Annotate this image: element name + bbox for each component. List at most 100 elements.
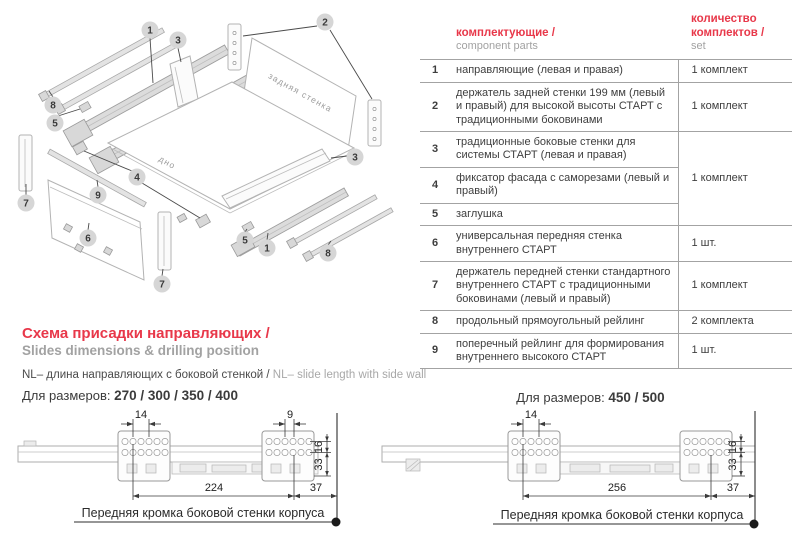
table-row: 4 фиксатор фасада с саморезами (левый и … <box>420 166 792 204</box>
part-railing-upper <box>38 27 181 115</box>
row-desc: направляющие (левая и правая) <box>450 59 678 83</box>
svg-text:7: 7 <box>23 199 29 210</box>
front-edge-label: Передняя кромка боковой стенки корпуса <box>82 506 325 520</box>
row-qty: 1 шт. <box>677 225 792 262</box>
svg-text:5: 5 <box>52 119 58 130</box>
callout-5b: 5 <box>236 231 254 249</box>
dimensions: 14 9 16 33 224 37 <box>121 409 337 500</box>
callout-3a: 3 <box>169 31 187 49</box>
front-edge-reference: Передняя кромка боковой стенки корпуса <box>74 413 341 527</box>
dim-16: 16 <box>727 441 739 453</box>
nl-note: NL– длина направляющих с боковой стенкой… <box>22 369 426 381</box>
row-qty: 1 комплект <box>677 260 792 311</box>
header-num-spacer <box>420 12 450 60</box>
row-desc: универсальная передняя стенка внутреннег… <box>450 225 678 262</box>
svg-text:9: 9 <box>95 191 101 202</box>
callout-3b: 3 <box>346 148 364 166</box>
callout-9: 9 <box>89 186 107 204</box>
callout-2: 2 <box>316 13 334 31</box>
part-front-holders <box>18 134 172 271</box>
header-parts-ru: комплектующие / <box>456 27 555 40</box>
front-edge-reference: Передняя кромка боковой стенки корпуса <box>493 411 759 529</box>
dim-33: 33 <box>313 458 325 470</box>
row-desc: традиционные боковые стенки для системы … <box>450 131 678 168</box>
row-qty: 2 комплекта <box>677 310 792 334</box>
part-front-wall <box>47 179 145 281</box>
dim-14: 14 <box>135 409 147 421</box>
table-row: 3 традиционные боковые стенки для систем… <box>420 131 792 226</box>
callout-8b: 8 <box>319 244 337 262</box>
row-num: 7 <box>420 260 450 311</box>
svg-text:8: 8 <box>325 249 331 260</box>
svg-text:3: 3 <box>352 153 358 164</box>
callout-leaders <box>25 25 373 277</box>
svg-text:7: 7 <box>159 280 165 291</box>
row-num: 8 <box>420 310 450 334</box>
dim-256: 256 <box>608 482 626 494</box>
row-num: 3 <box>420 131 450 168</box>
nl-note-ru: NL– длина направляющих с боковой стенкой… <box>22 369 270 381</box>
callout-8a: 8 <box>44 96 62 114</box>
dim-16: 16 <box>313 441 325 453</box>
section-title-en: Slides dimensions & drilling position <box>22 343 260 358</box>
row-desc: фиксатор фасада с саморезами (левый и пр… <box>450 166 678 204</box>
row-num: 5 <box>420 202 450 226</box>
reference-dot <box>749 519 759 529</box>
callout-5a: 5 <box>46 114 64 132</box>
reference-dot <box>331 517 341 527</box>
header-qty-ru: количество комплектов / <box>691 13 765 40</box>
row-num: 1 <box>420 59 450 83</box>
table-row: 6 универсальная передняя стенка внутренн… <box>420 225 792 262</box>
svg-text:1: 1 <box>147 26 153 37</box>
slide-profile <box>17 430 319 482</box>
slide-profile <box>381 430 756 482</box>
sizes-values-right: 450 / 500 <box>608 390 665 405</box>
dim-33: 33 <box>727 458 739 470</box>
table-row: 5 заглушка <box>420 202 792 226</box>
callout-7b: 7 <box>153 275 171 293</box>
header-qty-en: set <box>691 40 706 53</box>
callout-1b: 1 <box>258 239 276 257</box>
svg-text:5: 5 <box>242 236 248 247</box>
table-row: 8 продольный прямоугольный рейлинг 2 ком… <box>420 310 792 334</box>
callout-4: 4 <box>128 168 146 186</box>
sizes-label: Для размеров: <box>22 388 111 403</box>
part-railing-lower <box>286 194 394 262</box>
svg-text:6: 6 <box>85 234 91 245</box>
nl-note-en: NL– slide length with side wall <box>272 369 427 381</box>
part-side-wall-mid <box>221 148 331 209</box>
row-qty: 1 шт. <box>677 332 792 369</box>
header-qty: количество комплектов / set <box>678 12 792 60</box>
table-row: 2 держатель задней стенки 199 мм (левый … <box>420 81 792 132</box>
sizes-caption-right: Для размеров: 450 / 500 <box>380 390 801 405</box>
mounting-holes <box>511 438 731 474</box>
row-desc: заглушка <box>450 202 678 226</box>
part-transverse-railing <box>47 148 147 208</box>
svg-text:8: 8 <box>50 101 56 112</box>
dim-37: 37 <box>310 482 322 494</box>
callout-7a: 7 <box>17 194 35 212</box>
svg-text:1: 1 <box>264 244 270 255</box>
part-back-wall: задняя стенка <box>243 37 357 151</box>
row-num: 2 <box>420 81 450 132</box>
callout-6: 6 <box>79 229 97 247</box>
table-row: 9 поперечный рейлинг для формирования вн… <box>420 332 792 369</box>
row-desc: поперечный рейлинг для формирования внут… <box>450 332 678 369</box>
table-row: 7 держатель передней стенки стандартного… <box>420 260 792 311</box>
row-desc: держатель передней стенки стандартного в… <box>450 260 678 311</box>
row-num: 4 <box>420 166 450 204</box>
header-parts: комплектующие / component parts <box>450 12 678 60</box>
svg-text:3: 3 <box>175 36 181 47</box>
dim-9: 9 <box>287 409 293 421</box>
row-desc: держатель задней стенки 199 мм (левый и … <box>450 81 678 132</box>
drilling-drawing-left: 14 9 16 33 224 37 <box>17 409 341 527</box>
row-qty: 1 комплект <box>677 81 792 132</box>
drilling-drawing-right: 14 16 33 256 37 Передняя кромка боково <box>381 409 759 529</box>
row-num: 9 <box>420 332 450 369</box>
sizes-caption-left: Для размеров: 270 / 300 / 350 / 400 <box>22 388 238 403</box>
front-edge-label: Передняя кромка боковой стенки корпуса <box>501 508 744 522</box>
dim-224: 224 <box>205 482 223 494</box>
component-parts-table: комплектующие / component parts количест… <box>420 12 792 370</box>
dimensions: 14 16 33 256 37 <box>511 409 755 500</box>
